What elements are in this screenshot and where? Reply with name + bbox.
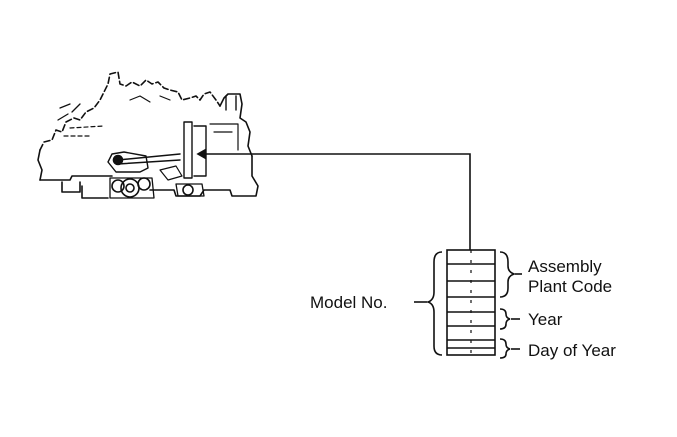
model-no-bracket — [414, 251, 443, 356]
year-bracket — [499, 308, 520, 330]
carburetor-drawing — [37, 71, 259, 199]
id-tag — [446, 249, 496, 356]
leader-line — [196, 148, 471, 250]
assembly-label-line1: Assembly — [528, 257, 602, 276]
assembly-bracket — [499, 251, 522, 298]
day-of-year-bracket — [499, 338, 520, 359]
model-no-label: Model No. — [310, 293, 387, 312]
assembly-label-line2: Plant Code — [528, 277, 612, 296]
day-of-year-label: Day of Year — [528, 341, 616, 360]
year-label: Year — [528, 310, 563, 329]
